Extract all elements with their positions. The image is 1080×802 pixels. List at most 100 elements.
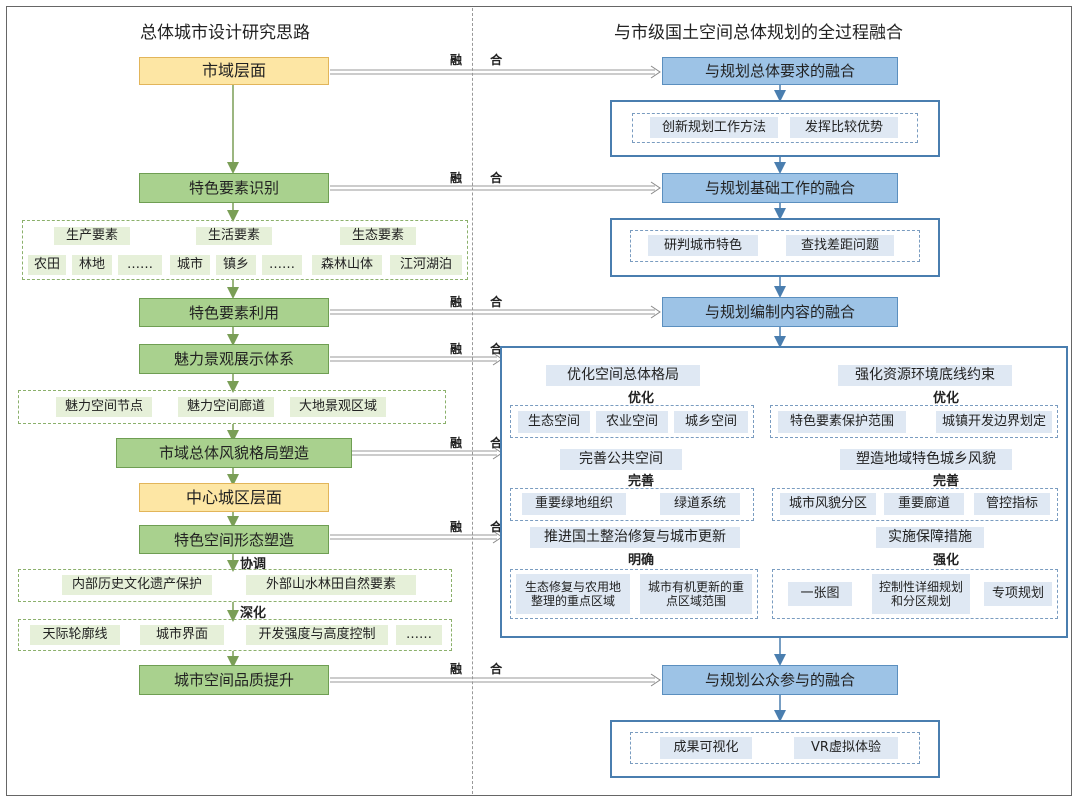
g3-frame <box>510 488 754 521</box>
g1-item: 生态空间 <box>518 411 590 433</box>
g2-frame <box>770 405 1058 438</box>
g5-verb: 明确 <box>628 553 655 568</box>
g5-title: 推进国土整治修复与城市更新 <box>530 527 740 548</box>
fuse-arrow-2 <box>330 185 655 191</box>
g5-frame <box>510 569 758 619</box>
charm-item-landscape: 大地景观区域 <box>290 397 386 417</box>
outer-border <box>6 6 1072 796</box>
left-column-header: 总体城市设计研究思路 <box>140 23 310 43</box>
r1-item-method: 创新规划工作方法 <box>650 117 778 138</box>
fuse-arrow-6 <box>330 534 497 540</box>
fuse-label-1: 融 合 <box>450 53 515 67</box>
fuse-head-3 <box>650 305 661 319</box>
g4-verb: 完善 <box>933 474 960 489</box>
fusion-public-box: 与规划公众参与的融合 <box>662 665 898 695</box>
g6-title: 实施保障措施 <box>876 527 984 548</box>
g3-item: 重要绿地组织 <box>522 493 626 515</box>
g6-verb: 强化 <box>933 553 960 568</box>
g2-item: 城镇开发边界划定 <box>936 411 1052 433</box>
g2-item: 特色要素保护范围 <box>778 411 906 433</box>
element-item: 城市 <box>170 255 210 275</box>
fuse-head-1 <box>650 65 661 79</box>
deepen-item: 开发强度与高度控制 <box>246 625 388 645</box>
g4-item: 管控指标 <box>974 493 1050 515</box>
fuse-arrow-5 <box>330 450 497 456</box>
g1-item: 城乡空间 <box>674 411 748 433</box>
element-item: 林地 <box>72 255 112 275</box>
r1-item-advantage: 发挥比较优势 <box>790 117 898 138</box>
fuse-arrow-7 <box>330 677 655 683</box>
fuse-head-7 <box>650 673 661 687</box>
coordinate-frame <box>18 569 452 602</box>
g2-title: 强化资源环境底线约束 <box>838 365 1012 386</box>
fuse-label-4: 融 合 <box>450 342 515 356</box>
element-group-production: 生产要素 <box>54 227 130 245</box>
element-group-frame <box>22 220 468 280</box>
g1-title: 优化空间总体格局 <box>546 365 700 386</box>
fuse-head-2 <box>650 181 661 195</box>
quality-box: 城市空间品质提升 <box>139 665 329 695</box>
fuse-label-7: 融 合 <box>450 662 515 676</box>
g1-frame <box>510 405 754 438</box>
g6-item: 控制性详细规划和分区规划 <box>872 574 970 614</box>
charm-item-node: 魅力空间节点 <box>56 397 152 417</box>
deepen-label: 深化 <box>240 606 267 621</box>
deepen-frame <box>18 619 452 651</box>
r4-item-vr: VR虚拟体验 <box>794 737 898 759</box>
r2-item-gap: 查找差距问题 <box>786 235 894 256</box>
element-item: 农田 <box>28 255 66 275</box>
overall-style-box: 市域总体风貌格局塑造 <box>116 438 352 468</box>
g5-item: 生态修复与农用地整理的重点区域 <box>516 574 630 614</box>
g1-verb: 优化 <box>628 391 655 406</box>
g2-verb: 优化 <box>933 391 960 406</box>
g4-item: 城市风貌分区 <box>780 493 876 515</box>
fusion-content-box: 与规划编制内容的融合 <box>662 297 898 327</box>
g5-item: 城市有机更新的重点区域范围 <box>640 574 752 614</box>
coordinate-item-heritage: 内部历史文化遗产保护 <box>62 575 212 595</box>
feature-identify-box: 特色要素识别 <box>139 173 329 203</box>
deepen-item: 城市界面 <box>140 625 224 645</box>
center-level-box: 中心城区层面 <box>139 483 329 512</box>
r4-inner-frame <box>630 732 920 764</box>
g6-item: 一张图 <box>788 582 852 606</box>
g3-item: 绿道系统 <box>660 493 740 515</box>
element-item: …… <box>262 255 302 275</box>
fuse-label-3: 融 合 <box>450 295 515 309</box>
fuse-arrow-3 <box>330 309 655 315</box>
fuse-label-2: 融 合 <box>450 171 515 185</box>
r2-inner-frame <box>630 230 920 262</box>
g4-item: 重要廊道 <box>884 493 964 515</box>
element-group-ecology: 生态要素 <box>340 227 416 245</box>
g4-title: 塑造地域特色城乡风貌 <box>840 449 1012 470</box>
g6-item: 专项规划 <box>984 582 1052 606</box>
element-item: 森林山体 <box>312 255 382 275</box>
charm-items-frame <box>18 390 446 424</box>
center-divider <box>472 8 473 794</box>
fuse-label-6: 融 合 <box>450 520 515 534</box>
element-item: 江河湖泊 <box>390 255 462 275</box>
deepen-item: …… <box>396 625 442 645</box>
space-form-box: 特色空间形态塑造 <box>139 525 329 554</box>
g3-verb: 完善 <box>628 474 655 489</box>
right-column-header: 与市级国土空间总体规划的全过程融合 <box>614 23 903 43</box>
r2-item-feature: 研判城市特色 <box>648 235 758 256</box>
charm-item-corridor: 魅力空间廊道 <box>178 397 274 417</box>
element-group-living: 生活要素 <box>196 227 272 245</box>
fuse-arrow-4 <box>330 356 497 362</box>
charm-system-box: 魅力景观展示体系 <box>139 344 329 374</box>
city-level-box: 市域层面 <box>139 57 329 85</box>
g6-frame <box>772 569 1058 619</box>
coordinate-label: 协调 <box>240 557 267 572</box>
fuse-label-5: 融 合 <box>450 436 515 450</box>
fusion-arrows <box>330 69 655 683</box>
feature-use-box: 特色要素利用 <box>139 298 329 327</box>
g4-frame <box>772 488 1058 521</box>
element-item: 镇乡 <box>216 255 256 275</box>
element-item: …… <box>118 255 162 275</box>
fusion-overall-box: 与规划总体要求的融合 <box>662 57 898 85</box>
g1-item: 农业空间 <box>596 411 668 433</box>
fusion-basic-box: 与规划基础工作的融合 <box>662 173 898 203</box>
r1-inner-frame <box>632 113 918 143</box>
